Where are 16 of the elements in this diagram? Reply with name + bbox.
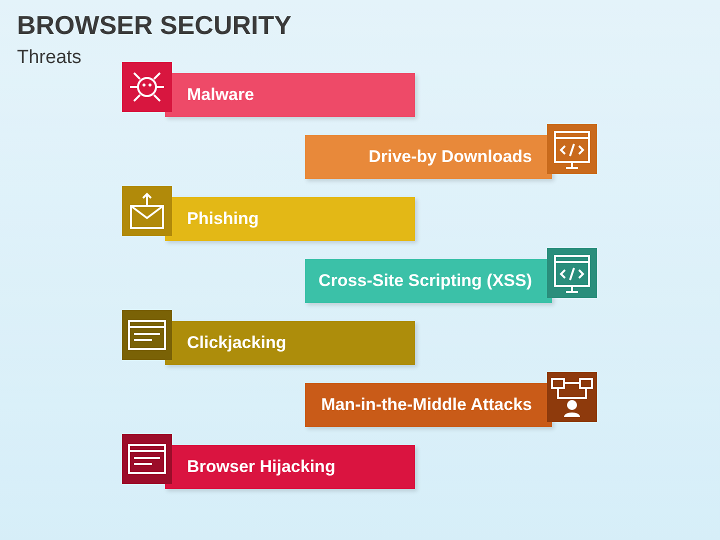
threat-banner	[305, 135, 552, 179]
threat-label: Drive-by Downloads	[368, 147, 532, 167]
threat-label: Browser Hijacking	[187, 457, 336, 477]
threat-banner	[305, 383, 552, 427]
threat-banner	[165, 197, 415, 241]
threat-label: Malware	[187, 85, 254, 105]
title: BROWSER SECURITY	[17, 10, 292, 41]
threat-banner	[165, 321, 415, 365]
threat-label: Phishing	[187, 209, 259, 229]
subtitle: Threats	[17, 47, 82, 69]
threat-banner	[165, 445, 415, 489]
threat-banner	[305, 259, 552, 303]
threat-banner	[165, 73, 415, 117]
threat-label: Man-in-the-Middle Attacks	[321, 395, 532, 415]
threat-label: Cross-Site Scripting (XSS)	[318, 271, 532, 291]
threat-label: Clickjacking	[187, 333, 286, 353]
